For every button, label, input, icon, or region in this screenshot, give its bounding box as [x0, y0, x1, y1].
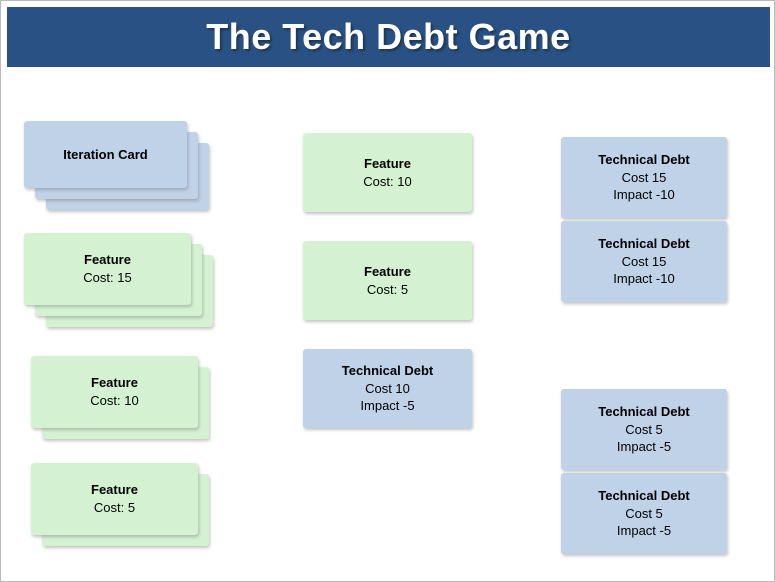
card-line: Cost 15 — [621, 253, 667, 269]
card-line: Cost: 5 — [366, 281, 409, 297]
card-line: Cost 15 — [621, 169, 667, 185]
card-title: Feature — [364, 155, 411, 171]
card-title: Feature — [91, 375, 138, 391]
card-title: Technical Debt — [598, 152, 690, 168]
card-line: Cost: 15 — [83, 270, 132, 285]
card-line: Impact -5 — [360, 398, 415, 414]
card-line: Cost: 10 — [363, 173, 412, 189]
card-stack-iteration-card-deck[interactable]: Iteration Card — [24, 121, 209, 210]
card-line: Cost 10 — [365, 380, 410, 396]
card-title: Technical Debt — [598, 404, 690, 420]
card-title: Technical Debt — [341, 363, 434, 379]
card-line: Cost: 5 — [93, 500, 136, 515]
card-title: Feature — [364, 263, 411, 279]
page-title: The Tech Debt Game — [206, 16, 571, 57]
card-title: Feature — [84, 252, 131, 268]
card-line: Impact -10 — [613, 187, 675, 203]
card-line: Impact -10 — [613, 271, 675, 287]
card-line: Cost: 10 — [90, 393, 139, 408]
card-title: Technical Debt — [598, 488, 690, 504]
card-title: Technical Debt — [598, 236, 690, 252]
card-iteration-card-deck[interactable]: Iteration Card — [24, 121, 187, 188]
card-line: Impact -5 — [616, 439, 672, 455]
card-title: Feature — [91, 482, 138, 498]
title-bar: The Tech Debt Game — [7, 7, 770, 67]
card-line: Impact -5 — [616, 523, 672, 539]
card-line: Cost 5 — [625, 505, 663, 521]
card-line: Cost 5 — [625, 421, 663, 437]
card-title: Iteration Card — [63, 146, 148, 162]
